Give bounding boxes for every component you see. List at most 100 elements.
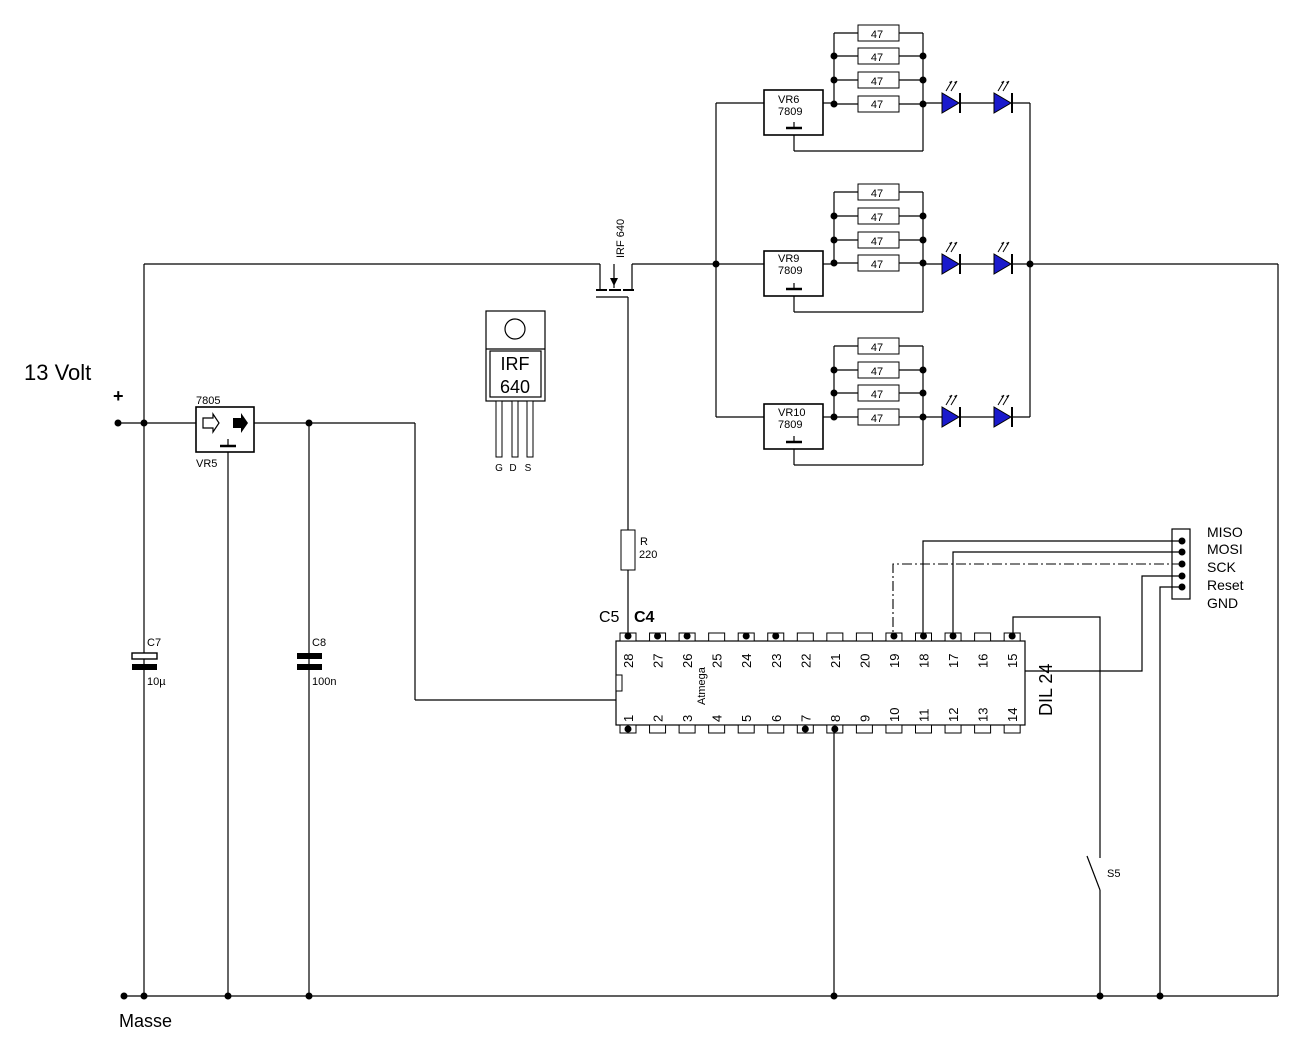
resistor-47: [857, 337, 900, 355]
led-icon: [941, 241, 961, 275]
mosfet-symbol: IRF 640: [596, 219, 716, 530]
r-vr6-3: 47: [871, 76, 883, 88]
capacitor-c8: C8 100n: [297, 637, 336, 688]
junction-dot: [305, 419, 313, 427]
junction-dot: [830, 100, 838, 108]
pin-23: 23: [767, 632, 785, 668]
pin-22: 22: [796, 632, 814, 668]
r-vr6-4: 47: [871, 99, 883, 111]
supply-wires: [118, 263, 1279, 997]
r-vr6-2: 47: [871, 52, 883, 64]
pin-17: 17: [944, 632, 962, 668]
pin-number: 10: [887, 708, 902, 722]
driver-vr10-type: 7809: [778, 419, 802, 431]
pin-10: 10: [885, 708, 903, 734]
driver-vr9-type: 7809: [778, 265, 802, 277]
led-icon: [993, 241, 1013, 275]
output-arrow-icon: [233, 413, 248, 433]
isp-pin-mosi: MOSI: [1207, 541, 1243, 557]
driver-vr6-type: 7809: [778, 106, 802, 118]
junction-dot: [830, 76, 838, 84]
led-icon: [993, 394, 1013, 428]
led-driver-vr10: [716, 337, 1030, 466]
resistor-47: [857, 71, 900, 89]
resistor-47: [857, 95, 900, 113]
pin-1: 1: [619, 715, 637, 734]
isp-pin-sck: SCK: [1207, 559, 1236, 575]
pin-number: 2: [651, 715, 666, 722]
junction-dot: [1096, 992, 1104, 1000]
pin-number: 18: [917, 654, 932, 668]
pin-number: 21: [828, 654, 843, 668]
junction-dot: [305, 992, 313, 1000]
junction-dot: [712, 260, 720, 268]
resistor-47: [857, 207, 900, 225]
driver-vr10-ref: VR10: [778, 407, 806, 419]
mosfet-package: IRF 640 G D S: [485, 310, 546, 474]
led-driver-vr6: [716, 24, 1030, 152]
led-icon: [941, 80, 961, 114]
pin-16: 16: [974, 632, 992, 668]
mosfet-label: IRF 640: [615, 219, 627, 258]
mounting-hole-icon: [504, 318, 526, 340]
junction-dot: [830, 212, 838, 220]
pin-11: 11: [915, 709, 932, 734]
pin-21: 21: [826, 632, 844, 668]
resistor-47: [857, 47, 900, 65]
junction-dot: [830, 992, 838, 1000]
pin-3: 3: [678, 715, 696, 734]
junction-dot: [919, 52, 927, 60]
led-driver-groups: [716, 24, 1030, 466]
led-icon: [993, 80, 1013, 114]
package-label-line2: 640: [500, 377, 530, 397]
pin-number: 6: [769, 715, 784, 722]
pin-number: 15: [1005, 654, 1020, 668]
resistor-47: [857, 408, 900, 426]
led-driver-vr9: [716, 183, 1030, 313]
junction-dot: [919, 76, 927, 84]
pin-14: 14: [1003, 708, 1021, 734]
capacitor-c7-ref: C7: [147, 637, 161, 649]
junction-dot: [830, 259, 838, 267]
plus-terminal-label: +: [113, 386, 124, 406]
pin-19: 19: [885, 632, 903, 668]
pin-number: 24: [739, 654, 754, 668]
regulator-ref-label: VR5: [196, 458, 217, 470]
pin-label-s: S: [525, 463, 532, 474]
pin-13: 13: [974, 708, 992, 734]
resistor-47: [857, 24, 900, 42]
pin-number: 4: [710, 715, 725, 722]
pin-9: 9: [855, 715, 873, 734]
pin-4: 4: [708, 715, 726, 734]
pin-27: 27: [649, 632, 667, 668]
pin-number: 5: [739, 715, 754, 722]
junction-dot: [120, 992, 128, 1000]
capacitor-c8-ref: C8: [312, 637, 326, 649]
driver-vr6-ref: VR6: [778, 94, 799, 106]
junction-dot: [140, 992, 148, 1000]
r-vr9-2: 47: [871, 212, 883, 224]
isp-header: MISO MOSI SCK Reset GND: [1171, 524, 1244, 611]
junction-dot: [140, 419, 148, 427]
r-vr10-4: 47: [871, 413, 883, 425]
pin-number: 12: [946, 708, 961, 722]
r-vr9-4: 47: [871, 259, 883, 271]
pin-number: 14: [1005, 708, 1020, 722]
junction-dots: [114, 52, 1186, 1000]
pin-number: 22: [798, 654, 813, 668]
resistor-47: [857, 254, 900, 272]
pin-number: 8: [828, 715, 843, 722]
pin-24: 24: [737, 632, 755, 668]
pin-20: 20: [855, 632, 873, 668]
junction-dot: [830, 413, 838, 421]
pin-number: 23: [769, 654, 784, 668]
junction-dot: [919, 366, 927, 374]
pin-number: 20: [857, 654, 872, 668]
pin-number: 25: [710, 654, 725, 668]
resistor-47: [857, 384, 900, 402]
label-c5: C5: [599, 609, 620, 626]
junction-dot: [114, 419, 122, 427]
header-pin-dot: [1178, 572, 1186, 580]
pin-number: 26: [680, 654, 695, 668]
junction-dot: [919, 236, 927, 244]
